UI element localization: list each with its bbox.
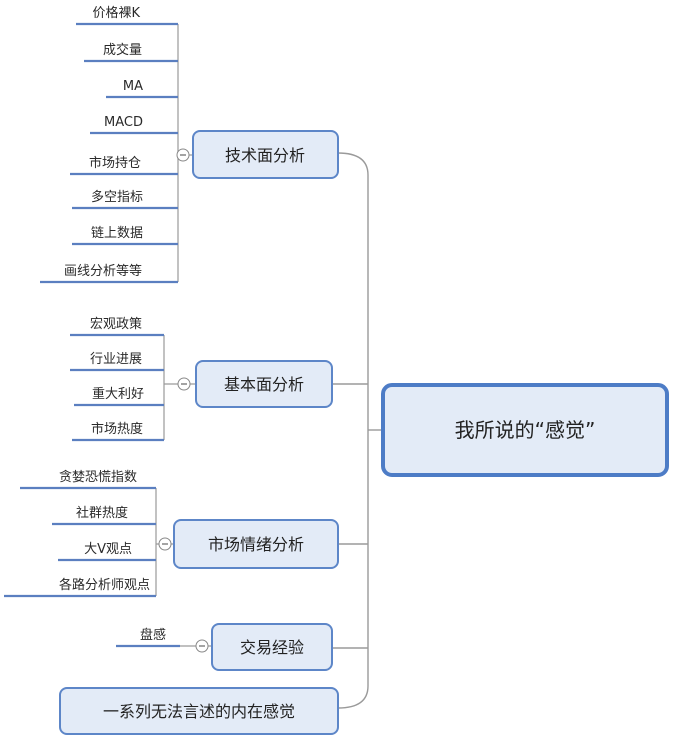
branch-fundamental[interactable]: 基本面分析: [195, 360, 333, 408]
branch-experience[interactable]: 交易经验: [211, 623, 333, 671]
leaf-label: 行业进展: [90, 352, 142, 367]
branch-box[interactable]: [59, 687, 339, 735]
leaf-label: MA: [123, 79, 143, 94]
branch-label: 市场情绪分析: [208, 535, 304, 554]
leaf-label: 重大利好: [92, 386, 144, 402]
collapse-toggle-technical[interactable]: [176, 148, 190, 162]
branch-box[interactable]: [211, 623, 333, 671]
leaf-label: 宏观政策: [90, 316, 142, 332]
leaf-label: 盘感: [140, 627, 166, 643]
leaf-label: 贪婪恐慌指数: [59, 470, 137, 485]
leaf-label: 多空指标: [91, 189, 143, 205]
leaf-label: 画线分析等等: [64, 263, 142, 279]
root-box[interactable]: [381, 383, 669, 477]
branch-box[interactable]: [173, 519, 339, 569]
leaf-nodes: 价格裸K 成交量 MA MACD 市场持仓 多空指标 链上数据 画线分析等等 宏…: [4, 5, 180, 648]
collapse-toggles[interactable]: [158, 148, 209, 653]
root-label: 我所说的“感觉”: [455, 418, 596, 442]
leaf-label: MACD: [104, 115, 143, 130]
leaf-label: 链上数据: [91, 226, 143, 241]
leaf-label: 成交量: [103, 42, 142, 58]
root-node[interactable]: 我所说的“感觉”: [381, 383, 669, 477]
branch-box[interactable]: [195, 360, 333, 408]
collapse-toggle-experience[interactable]: [195, 639, 209, 653]
branch-nodes: 技术面分析 基本面分析 市场情绪分析 交易经验 一系列无法言述的内在感觉: [59, 130, 339, 735]
leaf-label: 市场热度: [91, 421, 143, 437]
collapse-toggle-sentiment[interactable]: [158, 537, 172, 551]
collapse-toggle-fundamental[interactable]: [177, 377, 191, 391]
leaf-label: 各路分析师观点: [59, 577, 150, 593]
branch-inner-feeling[interactable]: 一系列无法言述的内在感觉: [59, 687, 339, 735]
branch-technical[interactable]: 技术面分析: [192, 130, 339, 179]
leaf-label: 大V观点: [84, 542, 132, 557]
branch-box[interactable]: [192, 130, 339, 179]
branch-label: 技术面分析: [225, 146, 305, 165]
leaf-label: 社群热度: [76, 505, 128, 521]
leaf-label: 价格裸K: [92, 5, 140, 21]
leaf-label: 市场持仓: [89, 155, 141, 171]
branch-sentiment[interactable]: 市场情绪分析: [173, 519, 339, 569]
root-trunk: [337, 152, 369, 709]
branch-label: 交易经验: [240, 638, 304, 657]
branch-label: 一系列无法言述的内在感觉: [103, 702, 295, 721]
branch-label: 基本面分析: [224, 375, 304, 394]
